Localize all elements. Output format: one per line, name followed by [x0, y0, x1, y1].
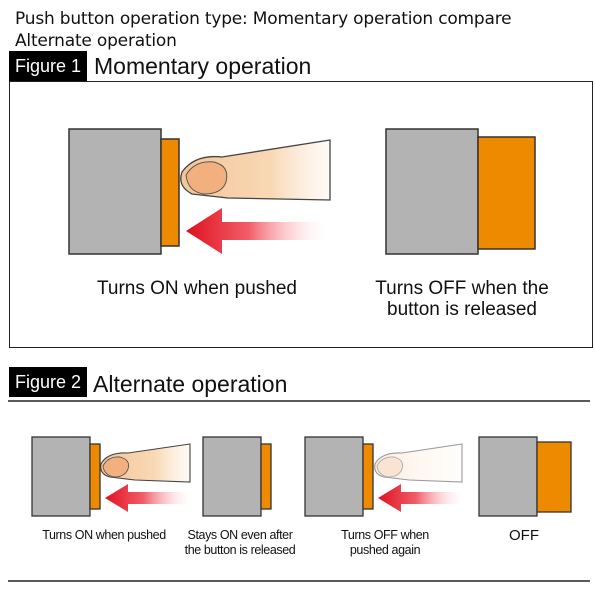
figure2-step4-label: OFF	[509, 527, 539, 544]
push-button-icon	[304, 436, 374, 517]
push-arrow-icon	[105, 484, 190, 512]
push-button-icon	[31, 436, 101, 517]
figure1-title: Momentary operation	[94, 53, 312, 79]
push-arrow-icon	[186, 208, 325, 254]
finger-icon	[180, 139, 331, 201]
figure1-tag: Figure 1	[9, 51, 88, 81]
push-button-icon	[385, 128, 536, 255]
figure2-title: Alternate operation	[93, 371, 288, 397]
figure2-step2-label: Stays ON even after the button is releas…	[184, 528, 296, 557]
push-button-icon	[68, 128, 180, 255]
figure1-label-off: Turns OFF when the button is released	[375, 278, 549, 320]
finger-icon	[374, 443, 463, 483]
finger-icon	[100, 443, 191, 483]
figure1-label-on: Turns ON when pushed	[97, 278, 297, 299]
page-caption: Push button operation type: Momentary op…	[15, 9, 512, 51]
figure2-step1-label: Turns ON when pushed	[42, 528, 166, 542]
figure2-step3-label: Turns OFF when pushed again	[341, 528, 429, 557]
push-arrow-icon	[378, 484, 462, 512]
push-button-icon	[478, 436, 572, 517]
figure2-tag: Figure 2	[9, 367, 88, 397]
push-button-icon	[202, 436, 272, 517]
